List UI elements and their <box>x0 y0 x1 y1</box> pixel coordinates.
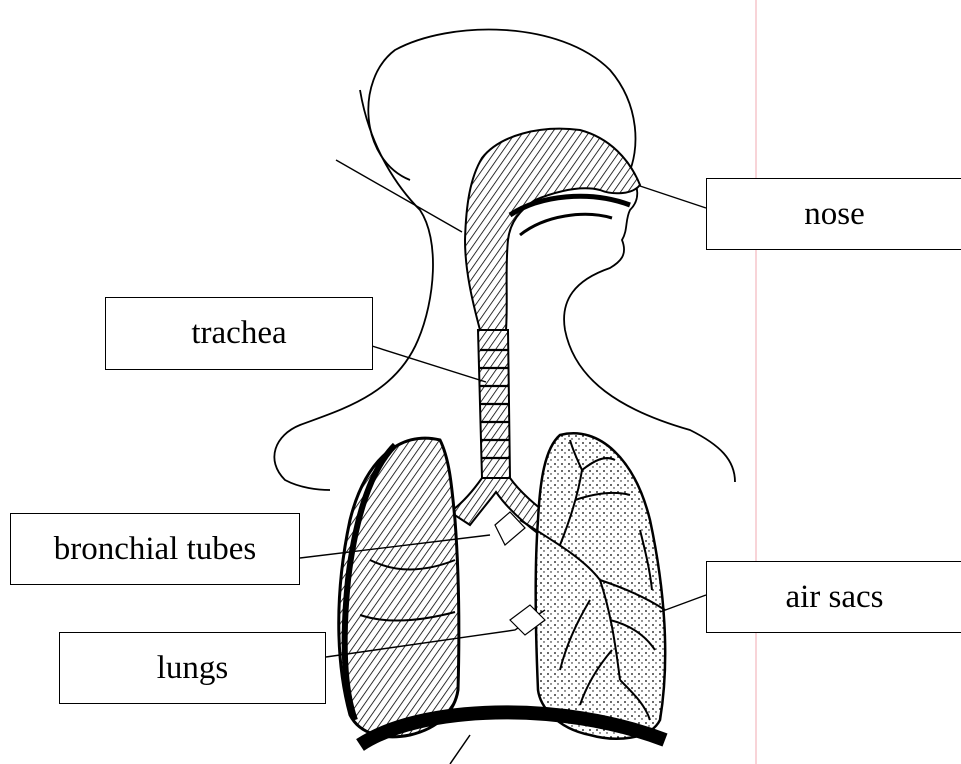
diaphragm-pointer <box>450 735 470 764</box>
body-outline <box>368 30 735 482</box>
body-outline-left <box>274 90 433 490</box>
pointer-nose <box>640 186 706 208</box>
pointer-airsacs <box>660 595 706 612</box>
left-lung <box>339 438 459 737</box>
label-lungs: lungs <box>59 632 326 704</box>
pointer-pharynx <box>336 160 462 232</box>
nasal-cavity <box>465 129 640 330</box>
label-trachea: trachea <box>105 297 373 370</box>
tongue <box>520 214 612 235</box>
pointer-trachea <box>372 346 486 382</box>
label-bronchial-tubes: bronchial tubes <box>10 513 300 585</box>
label-air-sacs: air sacs <box>706 561 961 633</box>
right-lung <box>536 433 665 738</box>
label-nose: nose <box>706 178 961 250</box>
